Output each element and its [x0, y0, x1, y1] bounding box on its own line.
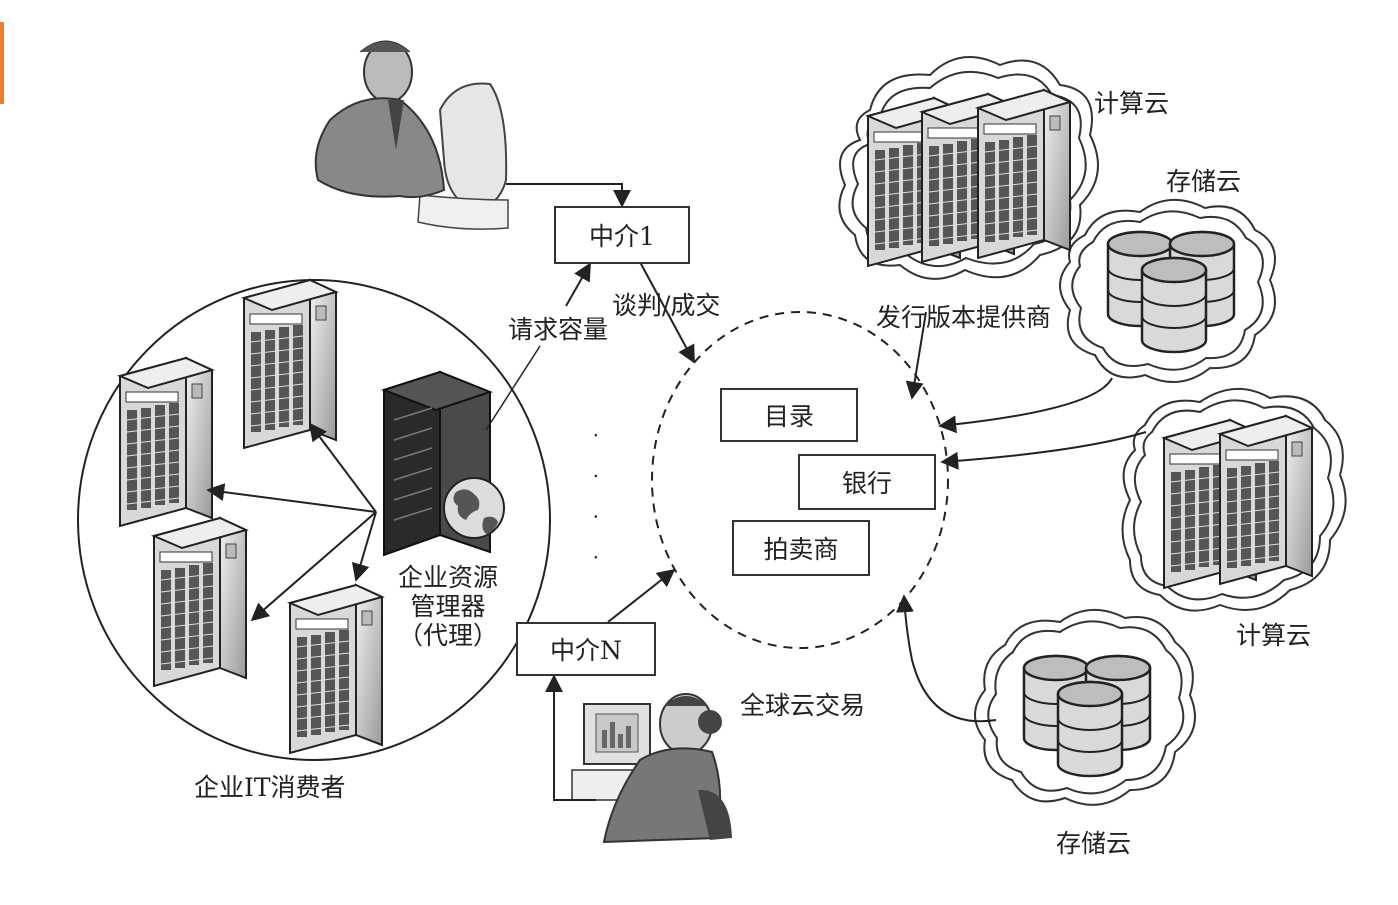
server-icon	[289, 584, 383, 754]
compute-cloud-mid-label: 计算云	[1236, 621, 1312, 650]
database-icon	[1140, 256, 1208, 354]
database-icon	[1056, 680, 1124, 778]
auctioneer-box: 拍卖商	[732, 520, 870, 576]
broker1-box: 中介1	[554, 206, 690, 264]
woman-at-computer-icon	[571, 693, 732, 844]
broker1-label: 中介1	[589, 222, 655, 251]
bank-label: 银行	[841, 469, 892, 498]
resource-manager-label: 企业资源 管理器 （代理）	[398, 563, 499, 650]
global-exchange-label: 全球云交易	[740, 691, 866, 720]
brokerN-label: 中介N	[550, 636, 622, 665]
directory-box: 目录	[720, 388, 858, 442]
storage-cloud-top-label: 存储云	[1166, 167, 1242, 196]
negotiate-arrow	[639, 261, 695, 364]
request-capacity-label: 请求容量	[508, 315, 609, 344]
brokerN-box: 中介N	[516, 622, 656, 676]
globe-icon	[443, 477, 505, 539]
accent-bar	[0, 22, 4, 104]
directory-label: 目录	[763, 402, 814, 431]
server-icon	[153, 517, 247, 687]
negotiate-label: 谈判/成交	[612, 291, 721, 320]
dispatch-arrows	[206, 422, 377, 622]
release-provider-label: 发行版本提供商	[876, 303, 1052, 332]
compute-cloud-top-label: 计算云	[1094, 89, 1170, 118]
server-icon	[977, 89, 1071, 259]
bank-box: 银行	[798, 454, 936, 510]
user-to-brokerN-arrow	[545, 674, 596, 801]
resource-manager-line1: 企业资源	[398, 563, 499, 592]
cloud-arrows	[895, 311, 1147, 723]
auctioneer-label: 拍卖商	[763, 535, 839, 564]
server-icon	[119, 357, 213, 527]
server-icon	[1219, 415, 1313, 585]
resource-manager-line2: 管理器	[410, 591, 486, 621]
connector-line	[485, 345, 541, 431]
storage-cloud-bottom-label: 存储云	[1056, 829, 1132, 858]
request-arrow	[565, 262, 591, 307]
user-to-broker-arrow	[506, 183, 631, 208]
broker-ellipsis: · · · ·	[584, 432, 608, 575]
resource-manager-line3: （代理）	[398, 620, 499, 650]
enterprise-boundary	[77, 279, 551, 761]
global-exchange-boundary	[651, 311, 949, 649]
enterprise-consumer-label: 企业IT消费者	[194, 773, 346, 802]
brokerN-arrow	[607, 568, 676, 623]
server-icon	[243, 279, 337, 449]
man-at-computer-icon	[314, 40, 509, 230]
